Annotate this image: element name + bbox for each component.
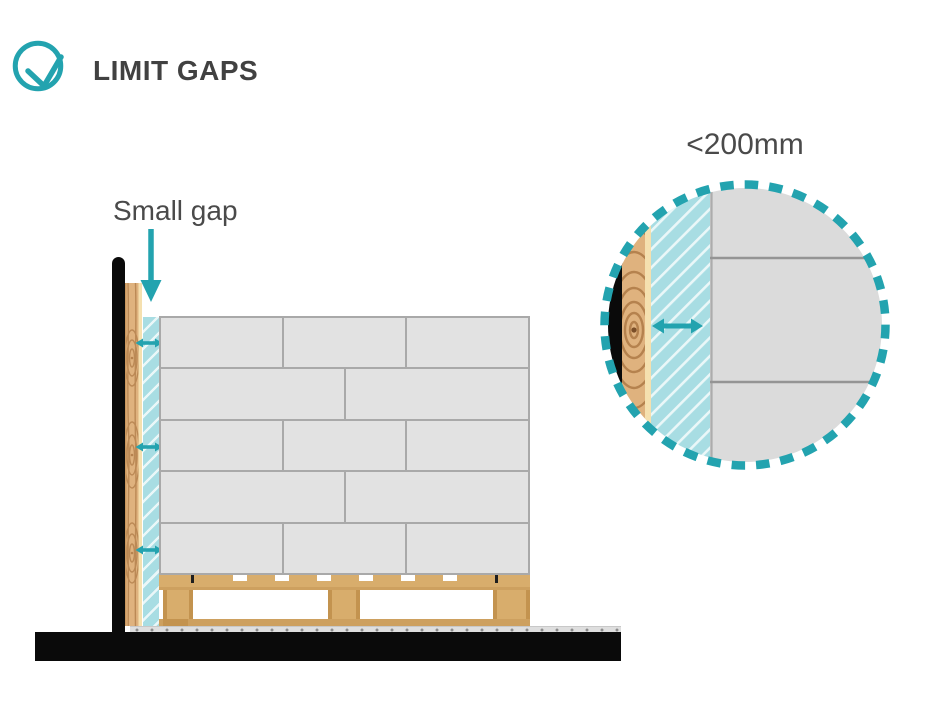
block-stack — [159, 316, 530, 575]
dashed-zoom-circle — [600, 180, 890, 470]
gap-hatch-strip — [143, 317, 159, 626]
pallet-bottom-board — [159, 619, 530, 626]
wall-post — [112, 257, 125, 632]
deck-board-gap — [317, 575, 331, 581]
check-circle-icon — [12, 40, 64, 92]
concrete-block — [284, 318, 405, 368]
blocks-magnified — [710, 188, 882, 462]
concrete-block — [161, 369, 344, 419]
concrete-block — [161, 420, 282, 471]
deck-board-gap — [359, 575, 373, 581]
pallet-bearer — [493, 590, 530, 619]
block-row — [161, 523, 528, 574]
small-gap-label: Small gap — [113, 195, 238, 226]
gap-measure-arrow — [652, 318, 703, 334]
concrete-block — [161, 472, 344, 522]
block-row — [161, 369, 528, 419]
pallet-deck — [159, 575, 530, 590]
concrete-block — [407, 523, 528, 574]
concrete-block — [161, 318, 282, 368]
deck-board-gap — [233, 575, 247, 581]
concrete-block — [284, 420, 405, 471]
wall-post-magnified — [608, 188, 623, 462]
down-arrow-icon — [140, 229, 162, 302]
concrete-block — [284, 523, 405, 574]
deck-nail-tick — [495, 575, 498, 583]
concrete-block — [345, 369, 528, 419]
deck-board-gap — [275, 575, 289, 581]
pallet-bearer — [163, 590, 193, 619]
block-row — [161, 472, 528, 522]
gap-width-arrow-icon — [135, 336, 163, 350]
ground-strip — [130, 626, 621, 632]
concrete-block — [345, 472, 528, 522]
timber-plank — [125, 283, 142, 626]
gap-width-arrow-icon — [135, 440, 163, 454]
magnified-gap-view — [600, 180, 890, 470]
deck-nail-tick — [191, 575, 194, 583]
block-row — [161, 318, 528, 368]
page-title: LIMIT GAPS — [93, 55, 259, 86]
floor — [35, 632, 621, 661]
concrete-block — [161, 523, 282, 574]
deck-board-gap — [443, 575, 457, 581]
pallet-bearer — [328, 590, 360, 619]
measurement-label: <200mm — [686, 128, 804, 161]
concrete-block — [407, 420, 528, 471]
concrete-block — [407, 318, 528, 368]
deck-board-gap — [401, 575, 415, 581]
gap-width-arrow-icon — [135, 543, 163, 557]
pallet-board-shade — [163, 619, 188, 626]
block-row — [161, 420, 528, 471]
pallet-bearer-row — [159, 590, 530, 619]
